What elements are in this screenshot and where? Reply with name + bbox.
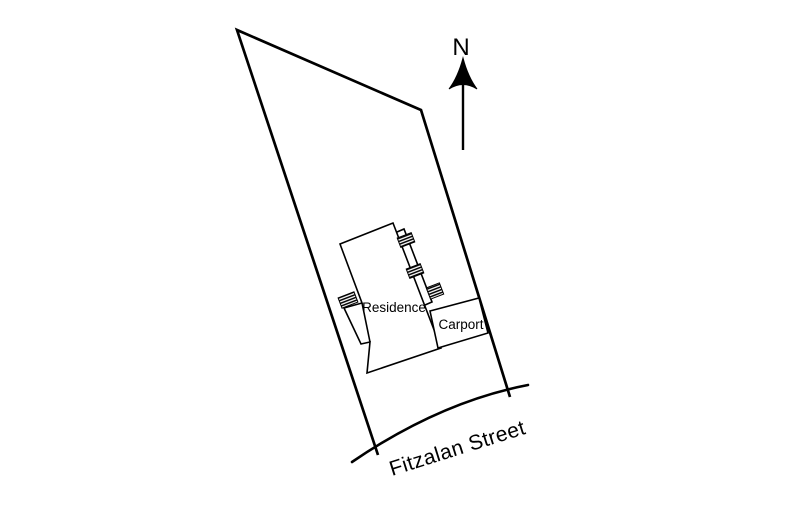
street-curve: [350, 383, 530, 464]
property-boundary-line: [234, 27, 512, 456]
stair-mark-icon: [396, 231, 416, 249]
carport-label: Carport: [438, 317, 483, 332]
north-label: N: [452, 34, 469, 61]
stair-mark-icon: [405, 262, 425, 280]
residence-label: Residence: [362, 300, 426, 315]
stair-mark-icon: [337, 291, 359, 309]
north-arrow-head: [448, 56, 478, 90]
north-arrow-icon: [448, 56, 478, 150]
residence-left-porch-wall: [361, 302, 371, 343]
carport-outline: [429, 297, 489, 350]
stair-mark-icon: [425, 282, 445, 300]
